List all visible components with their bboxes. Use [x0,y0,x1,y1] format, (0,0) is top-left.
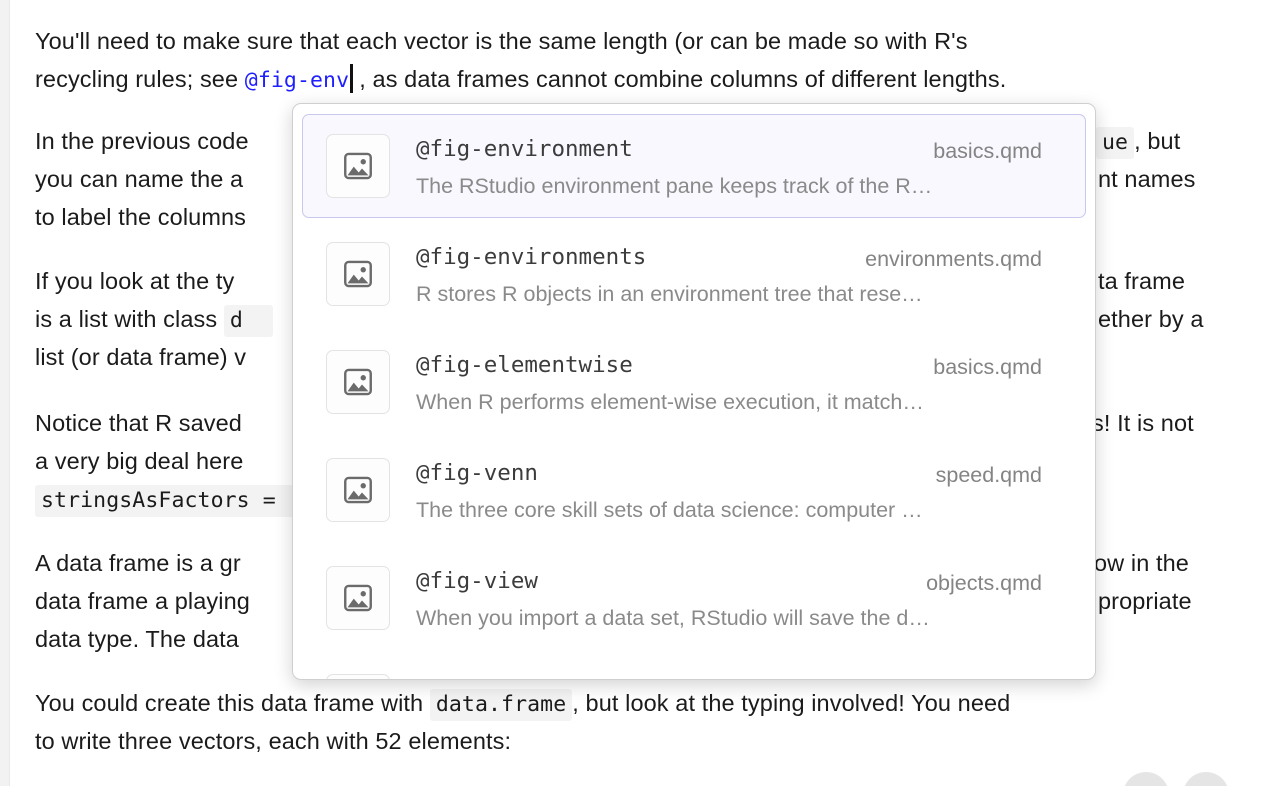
crossref-token: @fig-env [244,68,350,93]
text-line: a very big deal here [35,442,243,480]
text-cursor [350,64,353,93]
image-icon [326,674,390,679]
text-fragment: to label the columns [35,204,247,230]
text-line: In the previous code [35,122,249,160]
text-fragment: , but look at the typing involved! You n… [572,690,1011,716]
text-fragment: You'll need to make sure that each vecto… [35,28,968,54]
text-line: data frame a playing [35,582,250,620]
completion-item-description: When R performs element-wise execution, … [416,390,924,414]
inline-code: stringsAsFactors = [35,485,306,517]
floating-button-left[interactable] [1123,772,1169,786]
text-fragment: you can name the a [35,166,244,192]
editor-gutter [0,0,10,786]
text-fragment: propriate [1098,588,1192,614]
completion-item-label: @fig-elementwise [416,352,633,378]
text-line-fragment-right: ue, but [1096,122,1180,160]
inline-code: d [223,305,273,337]
text-fragment: If you look at the ty [35,268,235,294]
text-fragment: s! It is not [1092,410,1194,436]
text-fragment: nt names [1098,166,1196,192]
text-line-fragment-right: ta frame [1098,262,1185,300]
text-fragment: ow in the [1094,550,1189,576]
completion-item-description: The RStudio environment pane keeps track… [416,174,933,198]
text-fragment: data type. The data [35,626,239,652]
text-fragment: recycling rules; see [35,66,245,92]
text-line: you can name the a [35,160,243,198]
completion-item-description: The three core skill sets of data scienc… [416,498,923,522]
completion-item-filename: objects.qmd [926,571,1042,595]
text-fragment: to write three vectors, each with 52 ele… [35,728,512,754]
completion-item-description: R stores R objects in an environment tre… [416,282,923,306]
image-icon [326,242,390,306]
text-fragment: You could create this data frame with [35,690,430,716]
completion-item-label: @fig-environments [416,244,647,270]
image-icon [326,350,390,414]
text-line-fragment-right: ow in the [1094,544,1189,582]
text-line-fragment-right: ether by a [1098,300,1204,338]
completion-item[interactable]: @fig- [302,654,1086,679]
completion-item-label: @fig- [416,676,484,679]
text-fragment: , as data frames cannot combine columns … [352,66,1007,92]
text-line: Notice that R saved [35,404,242,442]
text-fragment: ta frame [1098,268,1185,294]
completion-item-filename: basics.qmd [933,355,1042,379]
inline-code: ue [1096,127,1135,159]
completion-item-description: When you import a data set, RStudio will… [416,606,930,630]
text-fragment: data frame a playing [35,588,250,614]
completion-item-filename: speed.qmd [935,463,1042,487]
image-icon [326,566,390,630]
completion-item-label: @fig-environment [416,136,633,162]
text-fragment: Notice that R saved [35,410,242,436]
text-line: to write three vectors, each with 52 ele… [35,722,511,760]
text-fragment: is a list with class [35,306,224,332]
text-line: data type. The data [35,620,239,658]
text-fragment: a very big deal here [35,448,244,474]
text-fragment: A data frame is a gr [35,550,241,576]
text-fragment: In the previous code [35,128,249,154]
text-line-fragment-right: s! It is not [1092,404,1194,442]
text-line: list (or data frame) v [35,338,246,376]
text-fragment: ether by a [1098,306,1204,332]
floating-button-right[interactable] [1183,772,1229,786]
text-line: You'll need to make sure that each vecto… [35,22,968,60]
text-line: If you look at the ty [35,262,234,300]
image-icon [326,134,390,198]
text-fragment: list (or data frame) v [35,344,247,370]
image-icon [326,458,390,522]
completion-item-label: @fig-venn [416,460,538,486]
text-line: stringsAsFactors = [35,480,306,518]
text-line: is a list with class d [35,300,273,338]
text-line-fragment-right: nt names [1098,160,1195,198]
text-line: to label the columns [35,198,246,236]
text-line: A data frame is a gr [35,544,241,582]
completion-item-filename: environments.qmd [865,247,1042,271]
text-line: recycling rules; see @fig-env , as data … [35,60,1006,98]
text-line-fragment-right: propriate [1098,582,1192,620]
inline-code: data.frame [429,689,573,721]
completion-item-label: @fig-view [416,568,538,594]
text-line: You could create this data frame with da… [35,684,1010,722]
completion-item[interactable]: @fig-environments environments.qmd R store… [302,222,1086,326]
text-fragment: , but [1134,128,1181,154]
completion-item-filename: basics.qmd [933,139,1042,163]
